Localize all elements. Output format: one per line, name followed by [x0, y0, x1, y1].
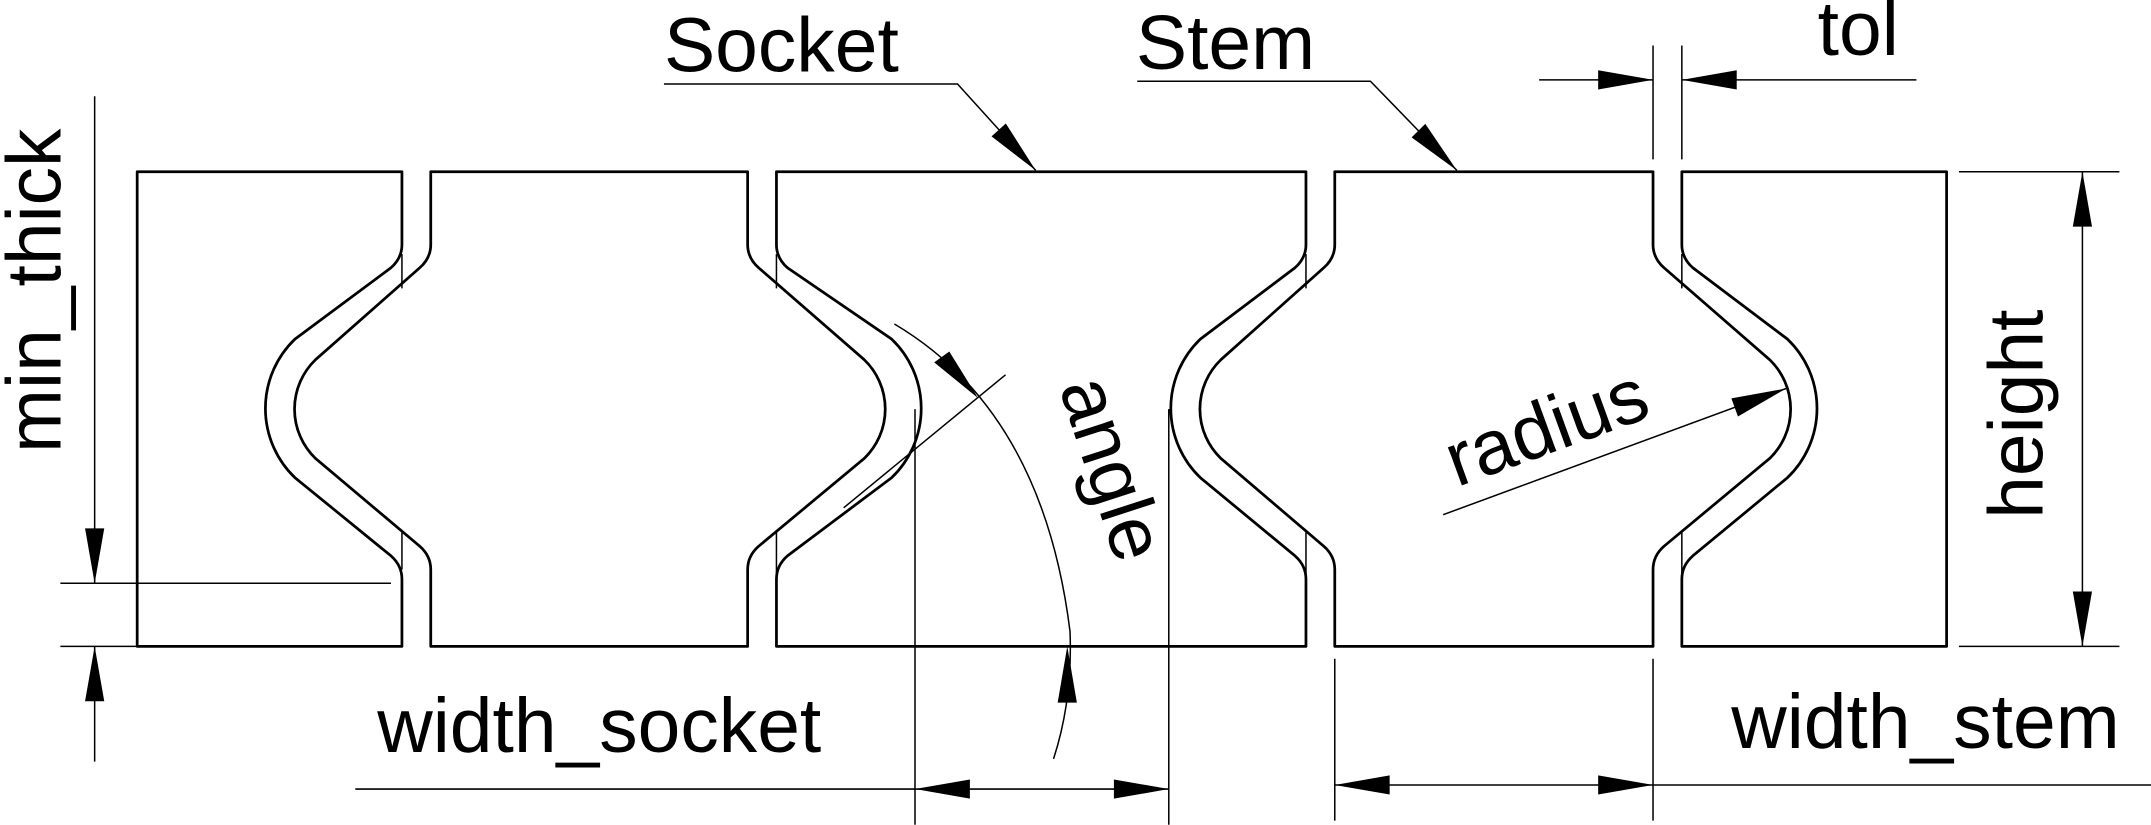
tol-label: tol: [1818, 0, 1899, 72]
block-socket-end-right: [1680, 170, 1948, 648]
socket-leader: Socket: [664, 3, 1037, 171]
tangent-lines: [401, 254, 1683, 574]
tol-arrowhead-right: [1681, 70, 1737, 90]
block-stem-1: [293, 170, 887, 648]
min-thick-dimension: min_thick: [0, 96, 391, 762]
min-thick-arrowhead-bottom: [85, 646, 105, 702]
angle-arrowhead-top: [934, 351, 979, 399]
block-socket: [775, 170, 1308, 648]
min-thick-arrowhead-top: [85, 528, 105, 584]
width-socket-arrowhead-left: [914, 779, 970, 799]
width-stem-dimension: width_stem: [1334, 658, 2151, 821]
width-stem-label: width_stem: [1730, 679, 2119, 765]
block-stem-2: [1198, 170, 1792, 648]
socket-arrowhead: [991, 123, 1036, 171]
width-socket-label: width_socket: [376, 683, 821, 769]
width-stem-arrowhead-right: [1598, 775, 1654, 795]
height-label: height: [1974, 310, 2060, 519]
width-stem-arrowhead-left: [1334, 775, 1390, 795]
radius-arrowhead: [1731, 388, 1787, 417]
angle-arrowhead-bottom: [1057, 646, 1077, 703]
width-socket-arrowhead-right: [1113, 779, 1169, 799]
angle-dimension: angle: [843, 323, 1183, 760]
socket-label: Socket: [664, 3, 899, 89]
width-socket-dimension: width_socket: [355, 409, 1170, 825]
angle-label: angle: [1043, 366, 1183, 571]
stem-label: Stem: [1136, 0, 1315, 86]
tol-dimension: tol: [1539, 0, 1917, 160]
block-socket-end-left: [135, 170, 404, 648]
radius-label: radius: [1433, 351, 1659, 503]
height-dimension: height: [1958, 170, 2120, 648]
tol-arrowhead-left: [1598, 70, 1654, 90]
stem-arrowhead: [1411, 123, 1457, 171]
height-arrowhead-top: [2072, 171, 2093, 227]
stem-leader: Stem: [1136, 0, 1458, 171]
min-thick-label: min_thick: [0, 128, 77, 453]
height-arrowhead-bottom: [2072, 591, 2093, 647]
